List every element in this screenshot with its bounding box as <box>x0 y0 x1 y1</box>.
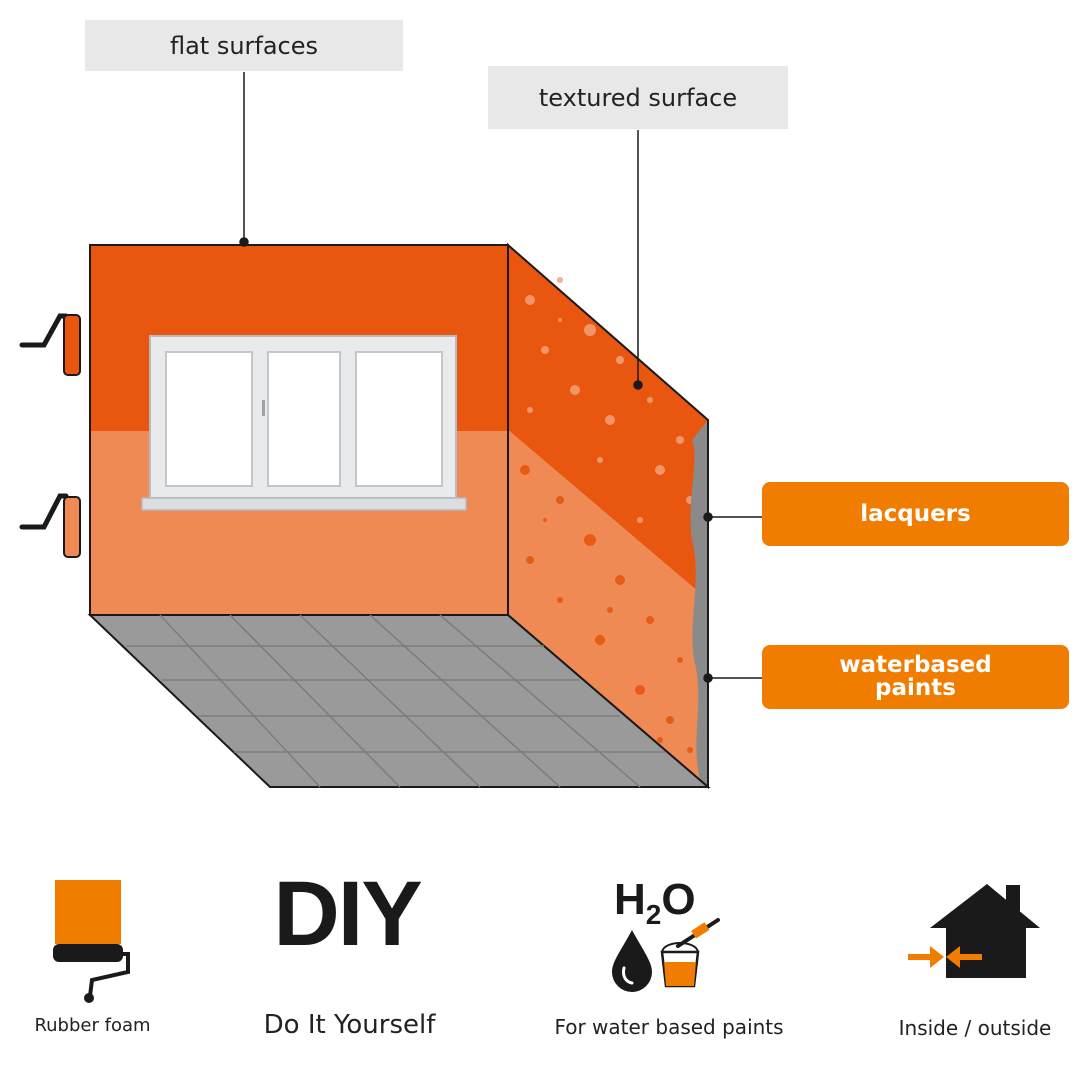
diy-title: DIY <box>273 863 422 965</box>
paint-bucket-icon <box>660 942 700 988</box>
diy-caption: Do It Yourself <box>263 1010 436 1040</box>
texture-speckles-lower <box>520 465 693 753</box>
inside-outside-caption: Inside / outside <box>898 1016 1052 1040</box>
flat-surfaces-label: flat surfaces <box>85 20 403 71</box>
inside-outside-arrows-icon <box>908 946 982 968</box>
textured-surface-label: textured surface <box>488 66 788 129</box>
paint-roller-upper <box>19 313 81 376</box>
waterbased-paints-label: waterbased paints <box>762 645 1069 709</box>
h2o-text: H2O <box>614 876 696 939</box>
water-drop-icon <box>612 930 652 992</box>
window <box>141 335 467 511</box>
h2o-o: O <box>661 875 696 924</box>
texture-speckles <box>525 277 694 523</box>
floor <box>87 614 711 788</box>
plaster-edge <box>690 420 708 787</box>
water-caption: For water based paints <box>554 1015 784 1039</box>
paint-roller-lower <box>19 493 81 558</box>
rubber-foam-icon <box>53 880 130 1003</box>
textured-surface-text: textured surface <box>538 83 738 112</box>
paint-brush-icon <box>676 918 720 948</box>
waterbased-text-line2: paints <box>875 675 956 701</box>
rubber-foam-caption: Rubber foam <box>34 1015 151 1036</box>
waterbased-text-line1: waterbased <box>839 652 992 678</box>
flat-surfaces-text: flat surfaces <box>169 31 319 60</box>
h2o-h: H <box>614 875 646 924</box>
lacquers-text: lacquers <box>860 500 971 527</box>
house-icon <box>930 884 1040 978</box>
leader-lines <box>239 72 762 683</box>
floor-tiles <box>126 614 665 788</box>
h2o-subscript: 2 <box>645 899 662 930</box>
lacquers-label: lacquers <box>762 482 1069 546</box>
